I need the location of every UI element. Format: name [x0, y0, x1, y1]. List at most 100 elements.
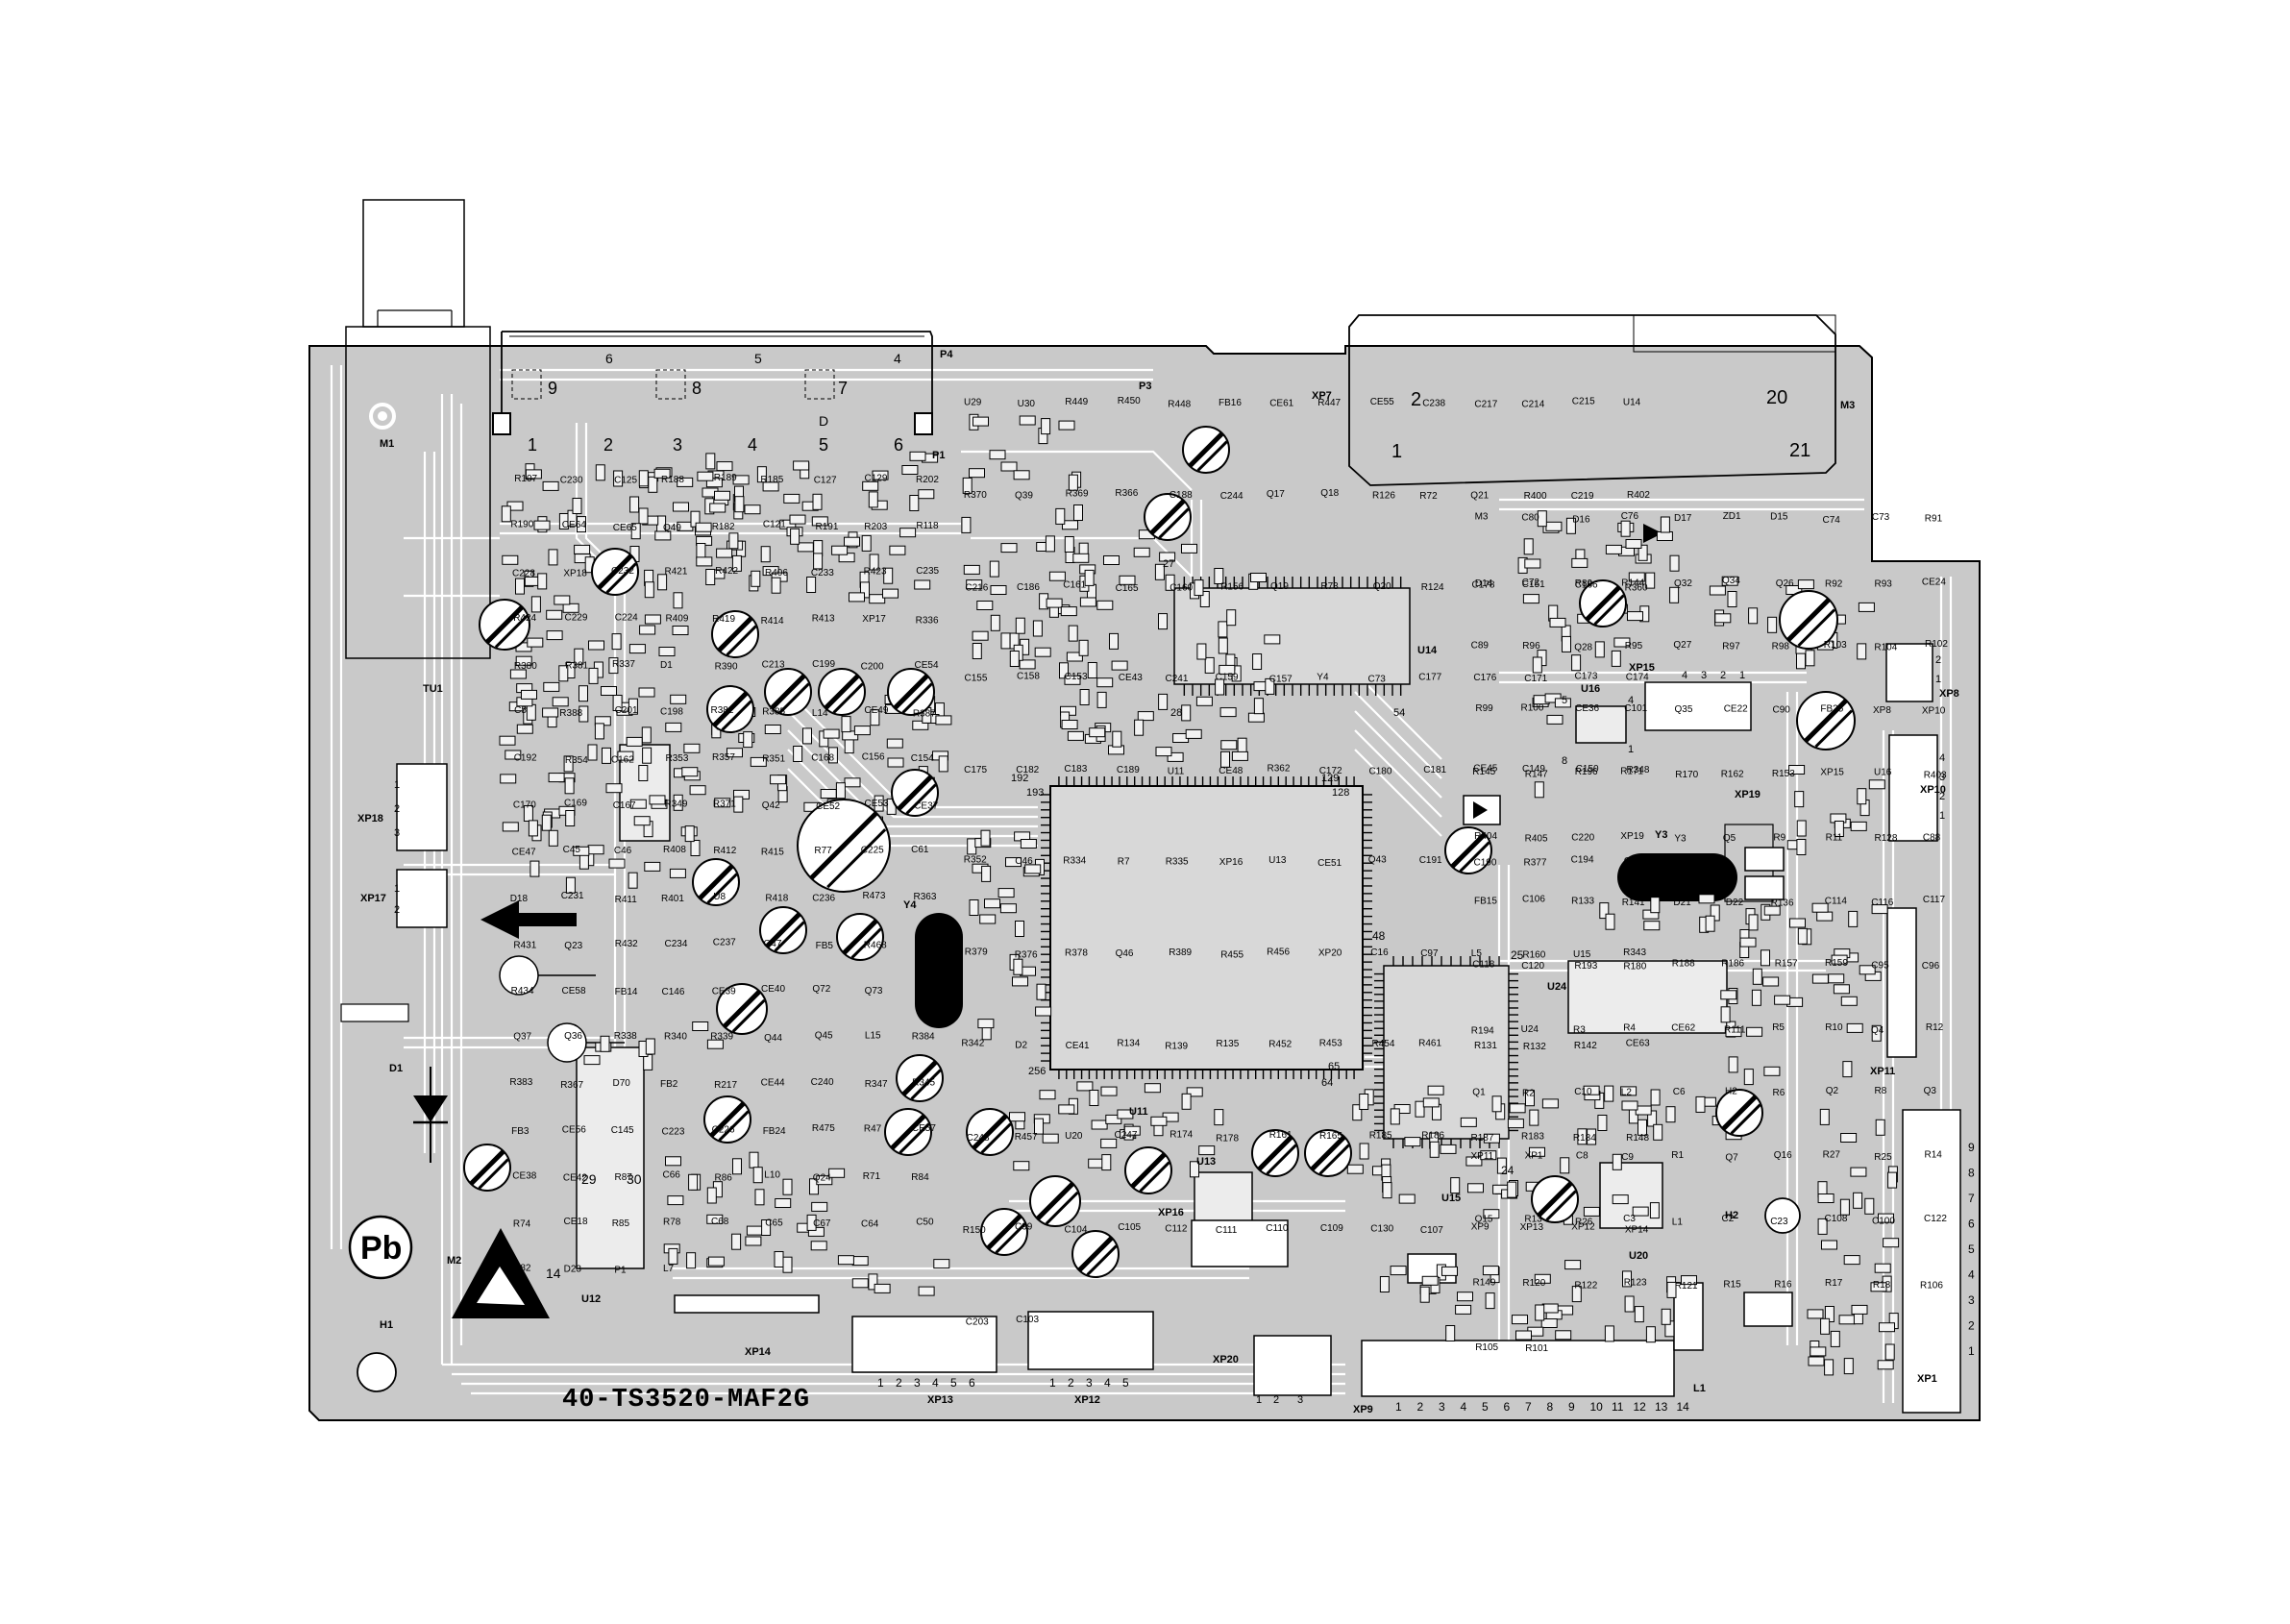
smd-component: [1864, 1197, 1875, 1215]
smd-component: [1605, 913, 1615, 930]
reference-designator: C192: [514, 752, 537, 763]
reference-designator: R26: [1575, 1218, 1593, 1228]
pin-number: 9: [1568, 1400, 1575, 1414]
reference-designator: C73: [1368, 674, 1387, 684]
subd-connector-outline: [1348, 314, 1836, 486]
xp17-pin-2: 2: [394, 904, 400, 916]
reference-designator: R450: [1118, 396, 1141, 406]
smd-component: [1398, 1193, 1416, 1204]
smd-component: [976, 601, 994, 610]
smd-component: [961, 516, 972, 533]
smd-component: [743, 731, 753, 749]
reference-designator: R381: [565, 660, 588, 671]
pin-number: 1: [1968, 1344, 1975, 1358]
reference-designator: R448: [1168, 400, 1191, 410]
smd-component: [782, 1256, 793, 1273]
smd-component: [1846, 1022, 1863, 1033]
reference-designator: C213: [762, 659, 785, 670]
reference-designator: C101: [1624, 703, 1647, 714]
smd-component: [909, 451, 926, 461]
reference-designator: R362: [1268, 763, 1291, 774]
reference-designator: R118: [916, 521, 939, 531]
smd-component: [1710, 904, 1720, 922]
smd-component: [1460, 1117, 1477, 1127]
smd-component: [1848, 910, 1859, 927]
reference-designator: R25: [1874, 1152, 1892, 1163]
smd-component: [1440, 1144, 1457, 1154]
smd-component: [762, 566, 779, 577]
smd-component: [869, 554, 879, 571]
smd-component: [1805, 650, 1815, 667]
smd-component: [1820, 1317, 1831, 1335]
diode-zd-icon: [1643, 524, 1662, 543]
xp11-connector: [1886, 907, 1917, 1058]
component-label: M3: [1840, 400, 1855, 411]
smd-component: [1441, 1266, 1458, 1276]
smd-component: [530, 596, 541, 613]
smd-component: [716, 461, 733, 472]
reference-designator: C231: [561, 891, 584, 901]
smd-component: [1794, 791, 1805, 808]
reference-designator: R455: [1220, 950, 1243, 961]
smd-component: [963, 564, 980, 575]
xp15-pin-4: 4: [1682, 670, 1687, 681]
reference-designator: CE51: [1317, 858, 1342, 869]
smd-component: [1042, 1133, 1059, 1144]
reference-designator: R184: [1573, 1133, 1596, 1144]
pin-number: 9: [1968, 1141, 1975, 1154]
reference-designator: Y3: [1674, 834, 1687, 845]
u15-pin-25: 25: [1511, 948, 1524, 962]
reference-designator: CE43: [1119, 673, 1143, 683]
u11-pin-128: 128: [1332, 787, 1349, 799]
reference-designator: C234: [665, 939, 688, 949]
reference-designator: C232: [611, 566, 634, 577]
component-label: P1: [932, 450, 945, 461]
smd-component: [1637, 1119, 1647, 1136]
reference-designator: Q36: [564, 1031, 582, 1042]
reference-designator: R369: [1066, 488, 1089, 499]
reference-designator: C112: [1165, 1224, 1188, 1235]
smd-component: [500, 774, 517, 784]
reference-designator: CE58: [562, 986, 586, 997]
smd-component: [579, 705, 589, 723]
smd-component: [789, 514, 806, 525]
reference-designator: R142: [1574, 1041, 1597, 1051]
smd-component: [1627, 611, 1643, 622]
smd-component: [1650, 897, 1661, 914]
reference-designator: R339: [710, 1032, 733, 1043]
reference-designator: R475: [812, 1123, 835, 1134]
reference-designator: C165: [1116, 583, 1139, 594]
reference-designator: Q39: [1015, 490, 1033, 501]
reference-designator: R454: [1372, 1039, 1395, 1049]
u15-pins: [1374, 956, 1518, 1148]
inductor-l2: [1743, 1292, 1793, 1327]
u12-pin-29: 29: [581, 1171, 597, 1187]
reference-designator: R186: [1721, 959, 1744, 970]
reference-designator: C61: [911, 845, 929, 855]
component-label: XP12: [1074, 1394, 1100, 1406]
component-label: XP13: [927, 1394, 953, 1406]
smd-component: [1507, 1119, 1524, 1129]
smd-component: [977, 1019, 995, 1029]
smd-component: [973, 416, 989, 427]
smd-component: [574, 648, 584, 665]
smd-component: [1637, 544, 1648, 561]
smd-component: [587, 845, 604, 855]
smd-component: [1727, 591, 1737, 607]
u12-chip: [576, 1046, 645, 1269]
reference-designator: R47: [864, 1123, 882, 1134]
smd-component: [1009, 1112, 1025, 1122]
smd-component: [1390, 1266, 1407, 1276]
smd-component: [1041, 418, 1051, 435]
reference-designator: R389: [1169, 947, 1192, 958]
reference-designator: C121: [763, 520, 786, 530]
u11-pin-65: 65: [1328, 1061, 1340, 1072]
u15-pin-24: 24: [1501, 1164, 1514, 1177]
component-label: XP14: [745, 1346, 772, 1358]
reference-designator: R203: [864, 522, 887, 532]
reference-designator: C198: [660, 707, 683, 718]
reference-designator: C122: [1924, 1214, 1947, 1224]
reference-designator: C46: [614, 846, 632, 856]
smd-component: [869, 594, 886, 604]
